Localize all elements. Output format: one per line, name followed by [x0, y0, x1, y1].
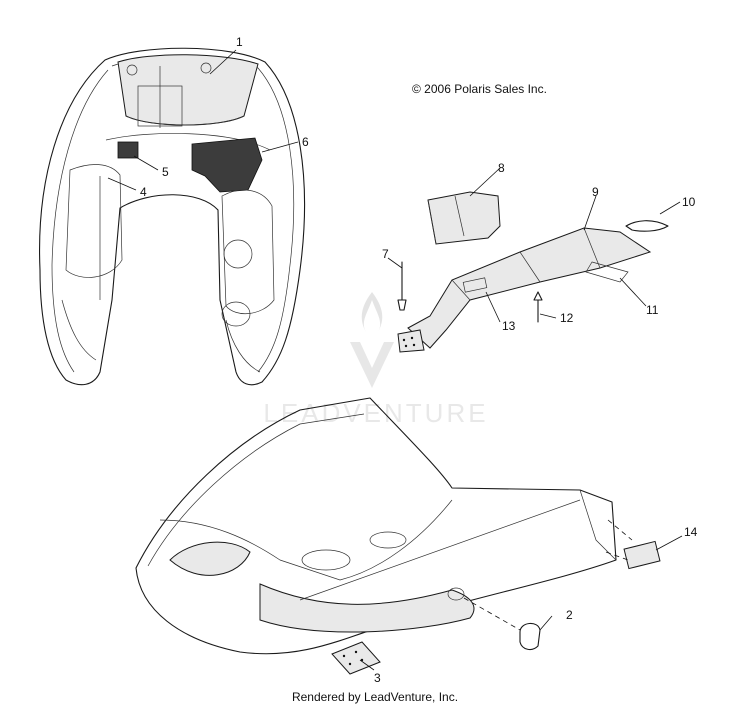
callout-12: 12 — [560, 311, 574, 325]
leader-lines — [107, 49, 683, 671]
copyright-notice: © 2006 Polaris Sales Inc. — [412, 82, 547, 96]
callout-2: 2 — [566, 608, 573, 622]
hood-assembly-drawing — [135, 397, 661, 675]
callout-11: 11 — [646, 303, 659, 317]
callout-3: 3 — [374, 671, 381, 685]
watermark-text: LEADVENTURE — [263, 398, 488, 428]
hood-underside-drawing — [39, 47, 306, 386]
callout-14: 14 — [684, 525, 698, 539]
callout-13: 13 — [502, 319, 516, 333]
callout-10: 10 — [682, 195, 696, 209]
callout-7: 7 — [382, 247, 389, 261]
callout-4: 4 — [140, 185, 147, 199]
callout-5: 5 — [162, 165, 169, 179]
render-credit: Rendered by LeadVenture, Inc. — [291, 690, 459, 704]
callout-1: 1 — [236, 35, 243, 49]
callout-8: 8 — [498, 161, 505, 175]
callout-6: 6 — [302, 135, 309, 149]
duct-and-panel-drawing — [397, 191, 669, 353]
callout-labels: 1 2 3 4 5 6 7 8 9 10 11 12 13 14 — [140, 35, 698, 685]
callout-9: 9 — [592, 185, 599, 199]
